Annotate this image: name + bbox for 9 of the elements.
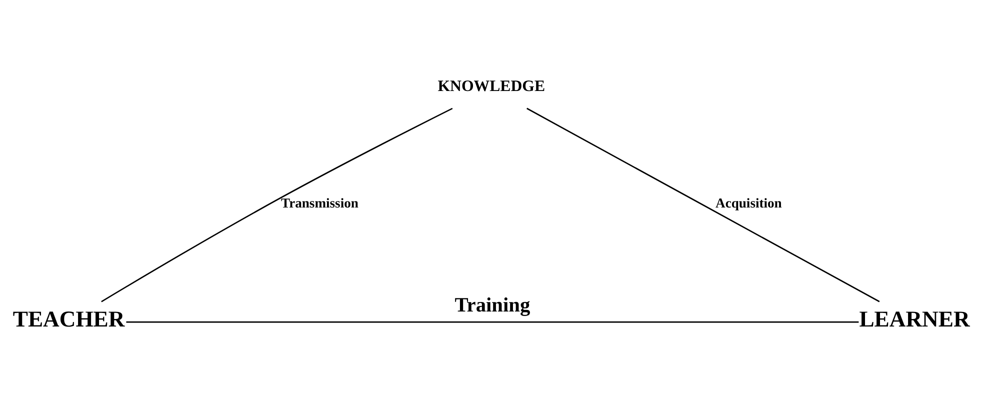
node-text: LEARNER xyxy=(859,306,970,332)
connector xyxy=(126,320,859,322)
connector xyxy=(526,107,880,302)
edge-label: Transmission xyxy=(281,194,358,210)
edge-label: Training xyxy=(454,294,530,316)
node-text: TEACHER xyxy=(12,306,125,332)
node-text: KNOWLEDGE xyxy=(438,77,546,94)
edge-label: Acquisition xyxy=(716,194,782,210)
connector xyxy=(101,107,453,302)
